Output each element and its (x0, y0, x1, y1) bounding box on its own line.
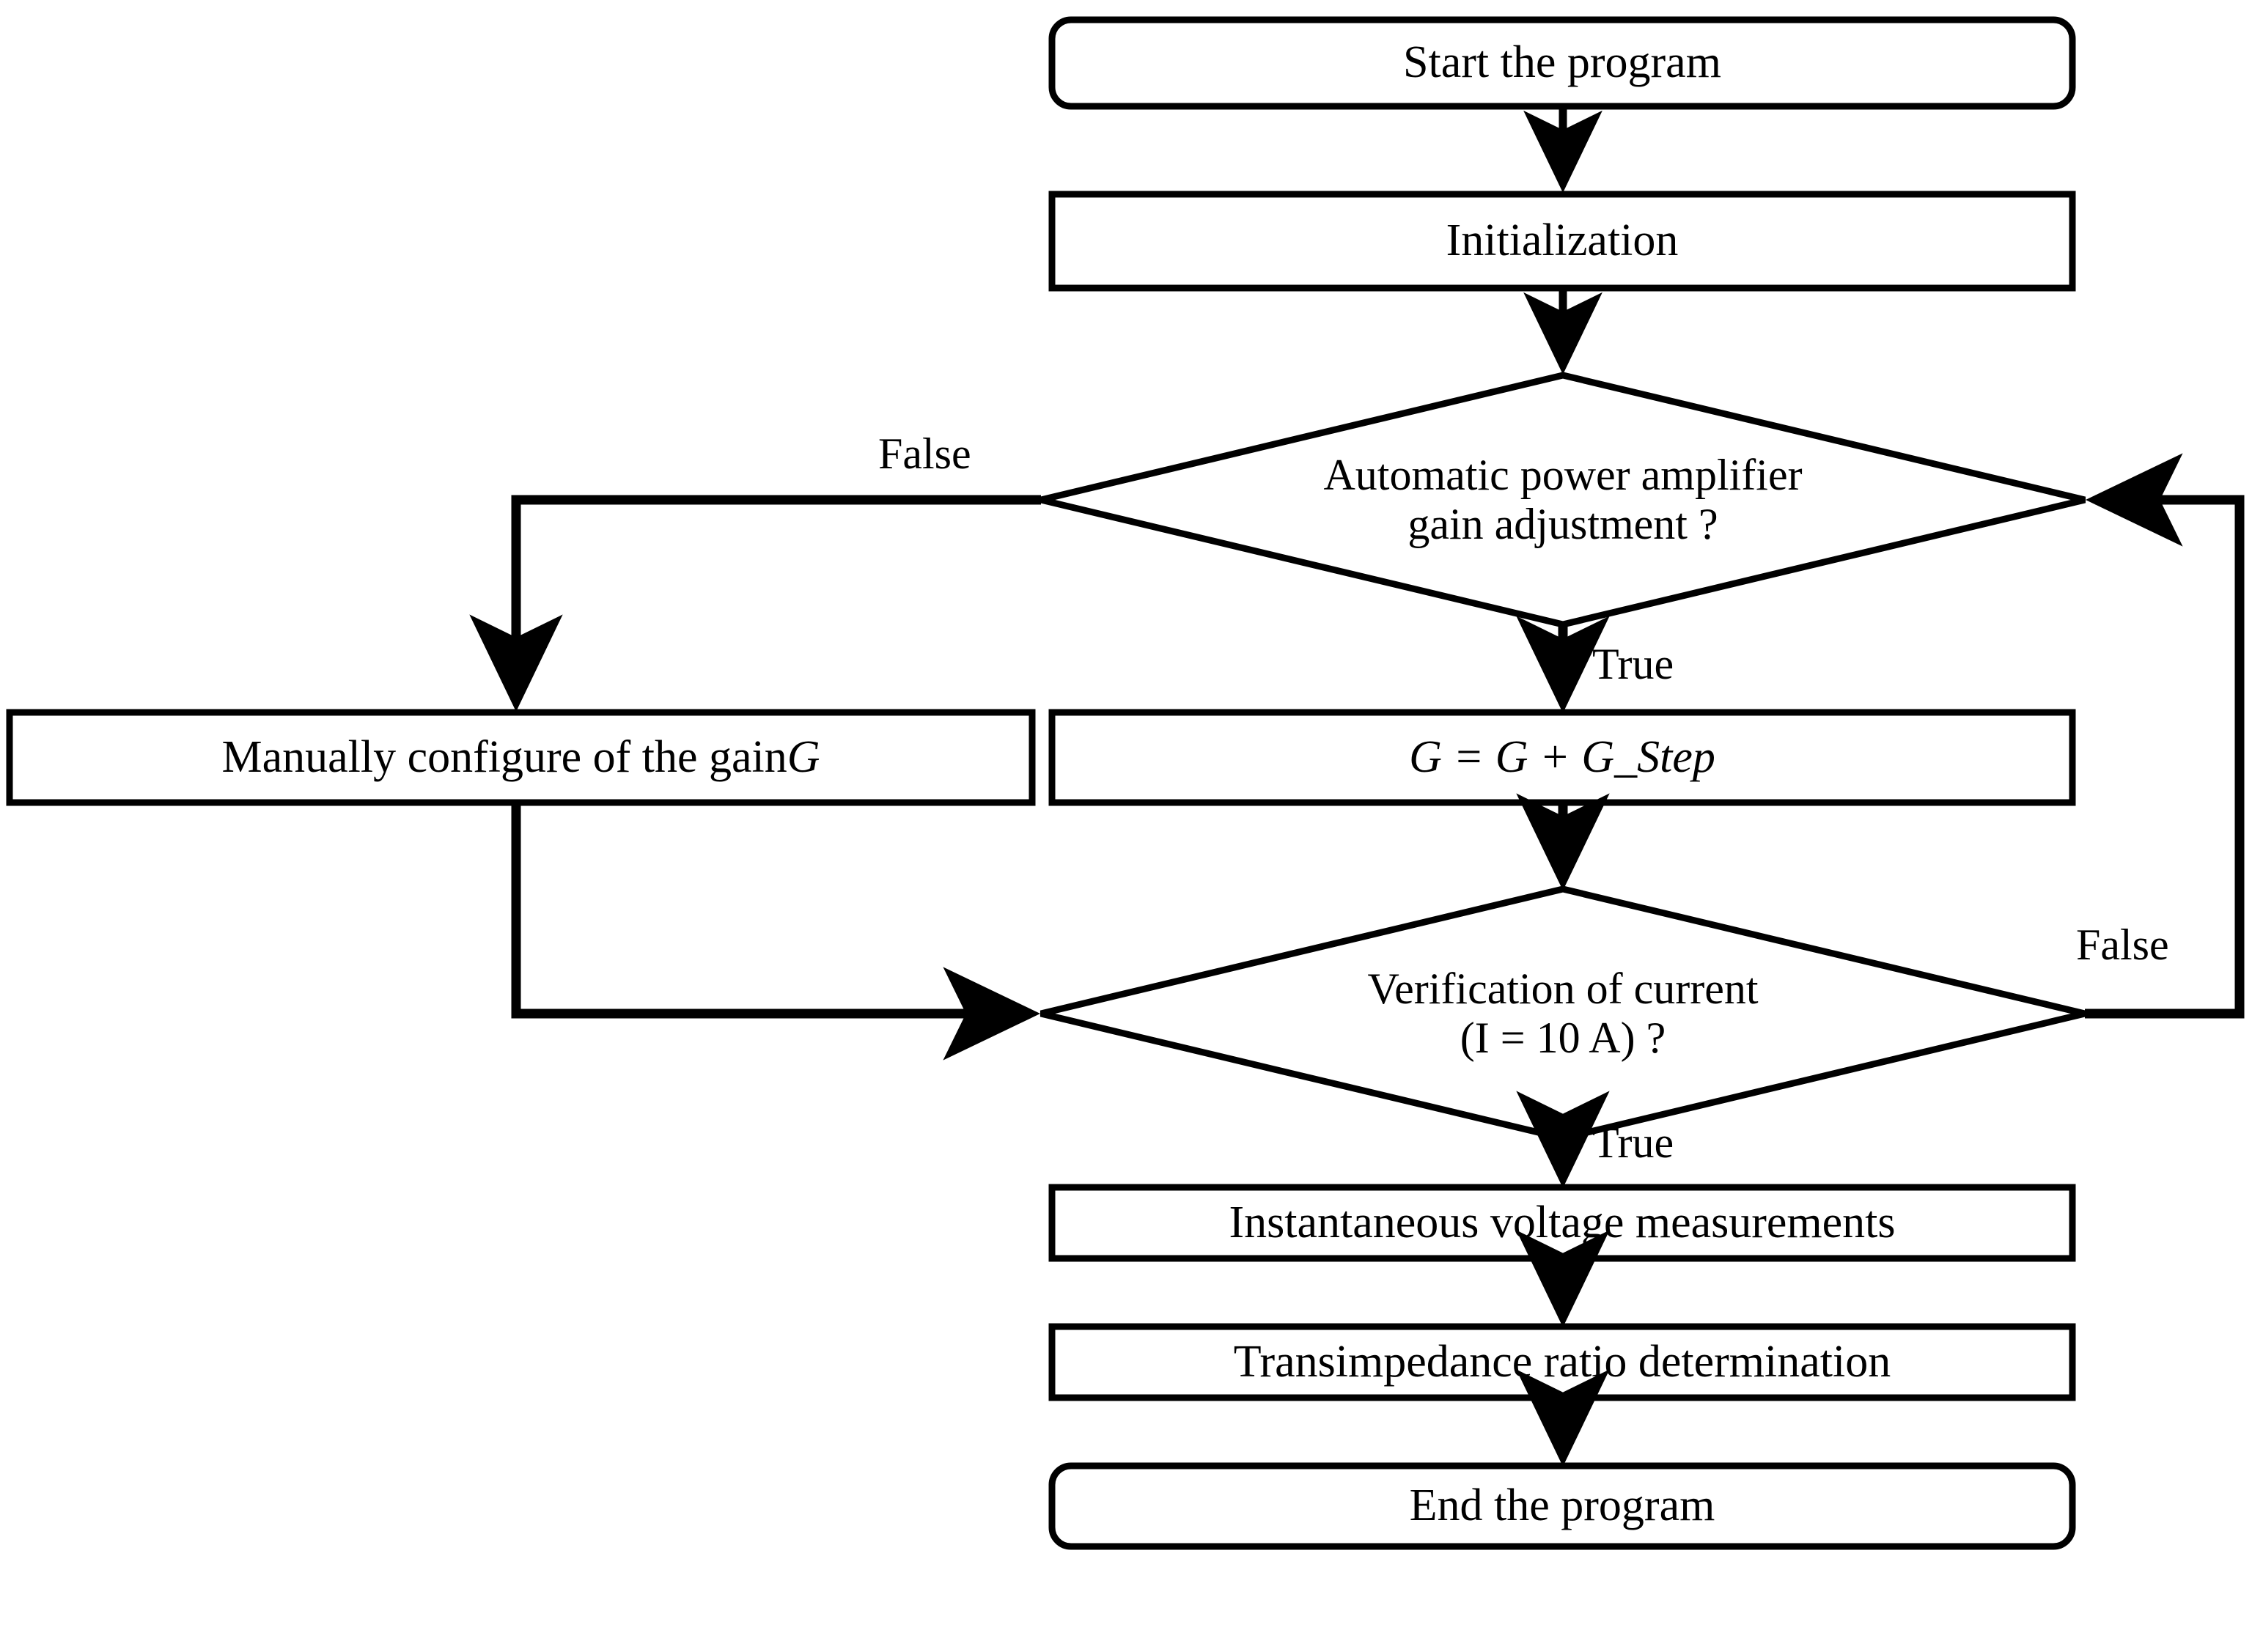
edge-label-true-auto-gain: True (1592, 640, 1674, 688)
edge-label-false-auto-gain: False (878, 429, 971, 478)
edge-label-false-current-check: False (2076, 921, 2169, 969)
edge-auto-gain-false-to-manual-gain (469, 495, 1041, 712)
edge-manual-gain-to-current-check (511, 803, 1041, 1061)
node-transimpedance (1048, 1323, 2076, 1401)
node-start (1048, 16, 2076, 110)
node-current-check-decision (1039, 885, 2086, 1142)
node-auto-gain-decision (1039, 372, 2086, 628)
node-initialization (1048, 191, 2076, 292)
node-end (1048, 1462, 2076, 1550)
node-manual-gain (6, 709, 1036, 806)
edge-label-true-current-check: True (1592, 1118, 1674, 1167)
edge-current-check-false-to-auto-gain (2085, 453, 2245, 1019)
node-voltage-measurements (1048, 1184, 2076, 1262)
node-gain-step (1048, 709, 2076, 806)
